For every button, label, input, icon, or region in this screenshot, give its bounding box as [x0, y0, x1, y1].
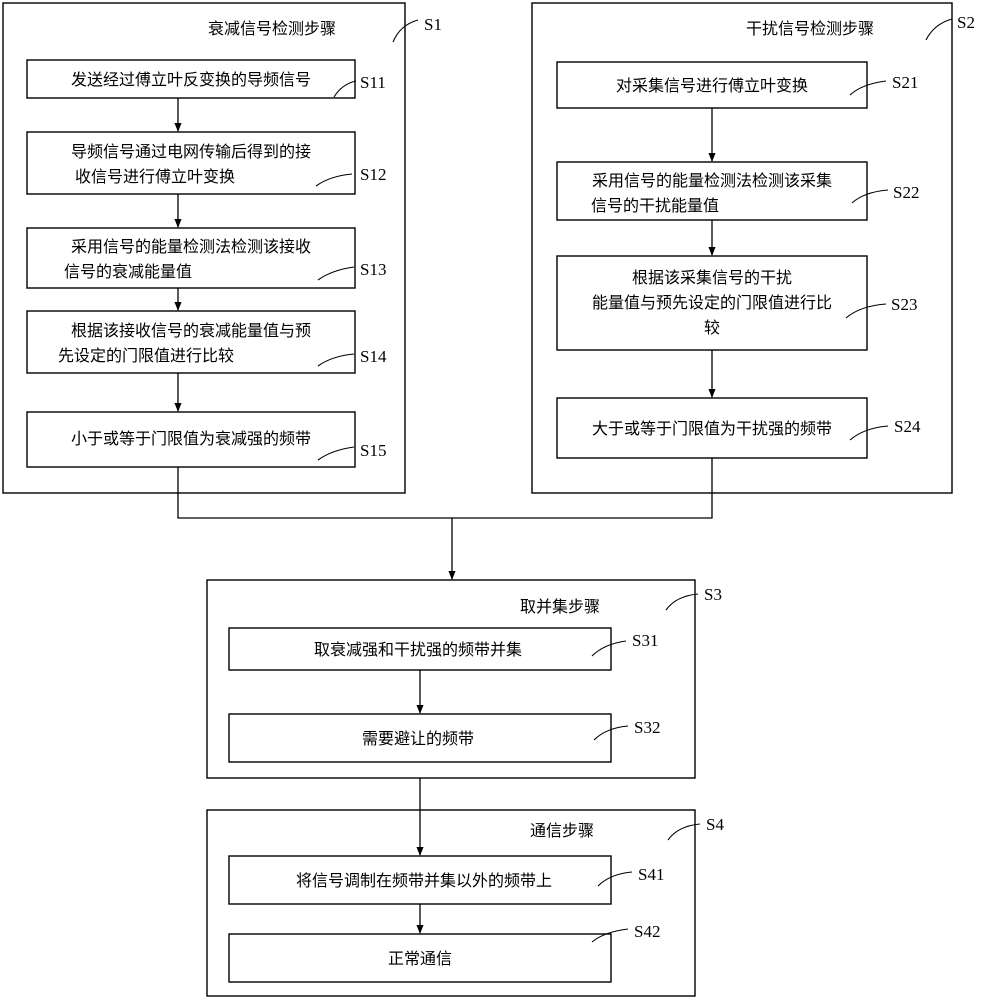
step-s23-box	[556, 255, 868, 351]
group-s1-frame	[2, 2, 406, 494]
step-s14-label: S14	[360, 347, 387, 366]
group-s3-frame	[206, 579, 696, 779]
step-s42-label: S42	[634, 922, 660, 941]
step-s15-label: S15	[360, 441, 386, 460]
step-s15-leader	[317, 446, 355, 461]
step-s31: 取衰减强和干扰强的频带并集 S31	[228, 627, 658, 671]
step-s24-label: S24	[894, 417, 921, 436]
step-s32-leader	[593, 725, 629, 741]
step-s31-text-line-1: 取衰减强和干扰强的频带并集	[314, 640, 522, 659]
step-s11: 发送经过傅立叶反变换的导频信号 S11	[26, 59, 386, 99]
group-s3-label: S3	[704, 585, 722, 604]
step-s12-text-line-1: 导频信号通过电网传输后得到的接	[71, 142, 311, 161]
step-s23-label: S23	[891, 295, 917, 314]
group-s4-frame	[206, 809, 696, 997]
group-s2-label: S2	[957, 13, 975, 32]
step-s12-text-line-2: 收信号进行傅立叶变换	[75, 167, 235, 186]
step-s22-label: S22	[893, 183, 919, 202]
step-s42-leader	[591, 928, 629, 943]
step-s12: 导频信号通过电网传输后得到的接 收信号进行傅立叶变换 S12	[26, 131, 386, 195]
step-s32: 需要避让的频带 S32	[228, 713, 660, 763]
step-s11-leader	[333, 80, 357, 98]
group-s3-title: 取并集步骤	[520, 597, 600, 616]
step-s24: 大于或等于门限值为干扰强的频带 S24	[556, 397, 921, 459]
merge-connector	[177, 458, 713, 519]
step-s11-label: S11	[360, 73, 386, 92]
step-s21-label: S21	[892, 73, 918, 92]
step-s22: 采用信号的能量检测法检测该采集 信号的干扰能量值 S22	[556, 161, 919, 221]
group-s1: 衰减信号检测步骤 S1 发送经过傅立叶反变换的导频信号 S11 导频信号通过电网…	[2, 2, 442, 494]
group-s1-label: S1	[424, 15, 442, 34]
step-s23-text-line-2: 能量值与预先设定的门限值进行比	[592, 293, 832, 312]
step-s41-text-line-1: 将信号调制在频带并集以外的频带上	[296, 871, 552, 890]
group-s3-leader	[665, 593, 699, 611]
step-s12-label: S12	[360, 165, 386, 184]
step-s41: 将信号调制在频带并集以外的频带上 S41	[228, 855, 664, 905]
step-s13-text-line-2: 信号的衰减能量值	[64, 262, 192, 281]
step-s42: 正常通信 S42	[228, 922, 660, 983]
step-s41-box	[228, 855, 612, 905]
step-s13-label: S13	[360, 260, 386, 279]
step-s42-box	[228, 933, 612, 983]
step-s15-text-line-1: 小于或等于门限值为衰减强的频带	[71, 429, 311, 448]
step-s23: 根据该采集信号的干扰 能量值与预先设定的门限值进行比 较 S23	[556, 255, 917, 351]
step-s15: 小于或等于门限值为衰减强的频带 S15	[26, 411, 386, 468]
group-s1-title: 衰减信号检测步骤	[208, 19, 336, 38]
step-s15-box	[26, 411, 356, 468]
step-s14-box	[26, 310, 356, 374]
step-s14-leader	[317, 353, 355, 367]
step-s13-leader	[317, 266, 355, 281]
step-s23-text-line-3: 较	[704, 318, 720, 337]
step-s24-box	[556, 397, 868, 459]
group-s4: 通信步骤 S4 将信号调制在频带并集以外的频带上 S41 正常通信 S42	[206, 809, 724, 997]
step-s11-box	[26, 59, 356, 99]
step-s22-leader	[851, 189, 889, 204]
step-s22-text-line-1: 采用信号的能量检测法检测该采集	[592, 171, 832, 190]
step-s32-box	[228, 713, 612, 763]
group-s2-leader	[925, 18, 953, 41]
step-s12-box	[26, 131, 356, 195]
step-s23-leader	[845, 303, 887, 319]
step-s13-box	[26, 227, 356, 289]
step-s24-leader	[849, 425, 889, 441]
group-s2: 干扰信号检测步骤 S2 对采集信号进行傅立叶变换 S21 采用信号的能量检测法检…	[531, 2, 975, 494]
step-s31-leader	[591, 640, 627, 657]
step-s42-text-line-1: 正常通信	[388, 949, 452, 968]
step-s21: 对采集信号进行傅立叶变换 S21	[556, 61, 918, 109]
step-s22-text-line-2: 信号的干扰能量值	[591, 196, 719, 215]
step-s13: 采用信号的能量检测法检测该接收 信号的衰减能量值 S13	[26, 227, 386, 289]
group-s4-label: S4	[706, 815, 724, 834]
step-s11-text-line-1: 发送经过傅立叶反变换的导频信号	[71, 70, 311, 89]
step-s31-box	[228, 627, 612, 671]
step-s23-text-line-1: 根据该采集信号的干扰	[632, 268, 792, 287]
step-s12-leader	[315, 173, 353, 187]
step-s14-text-line-2: 先设定的门限值进行比较	[58, 346, 234, 365]
step-s21-leader	[849, 80, 887, 96]
group-s1-leader	[392, 19, 419, 43]
step-s24-text-line-1: 大于或等于门限值为干扰强的频带	[592, 419, 832, 438]
step-s14-text-line-1: 根据该接收信号的衰减能量值与预	[71, 321, 311, 340]
group-s2-title: 干扰信号检测步骤	[746, 19, 874, 38]
step-s41-label: S41	[638, 865, 664, 884]
group-s2-frame	[531, 2, 953, 494]
step-s32-label: S32	[634, 718, 660, 737]
group-s3: 取并集步骤 S3 取衰减强和干扰强的频带并集 S31 需要避让的频带 S32	[206, 579, 722, 779]
step-s41-leader	[597, 871, 633, 887]
step-s13-text-line-1: 采用信号的能量检测法检测该接收	[71, 237, 311, 256]
step-s31-label: S31	[632, 631, 658, 650]
step-s14: 根据该接收信号的衰减能量值与预 先设定的门限值进行比较 S14	[26, 310, 387, 374]
step-s32-text-line-1: 需要避让的频带	[362, 729, 474, 748]
group-s4-leader	[667, 823, 701, 841]
step-s21-text-line-1: 对采集信号进行傅立叶变换	[616, 76, 808, 95]
group-s4-title: 通信步骤	[530, 821, 594, 840]
